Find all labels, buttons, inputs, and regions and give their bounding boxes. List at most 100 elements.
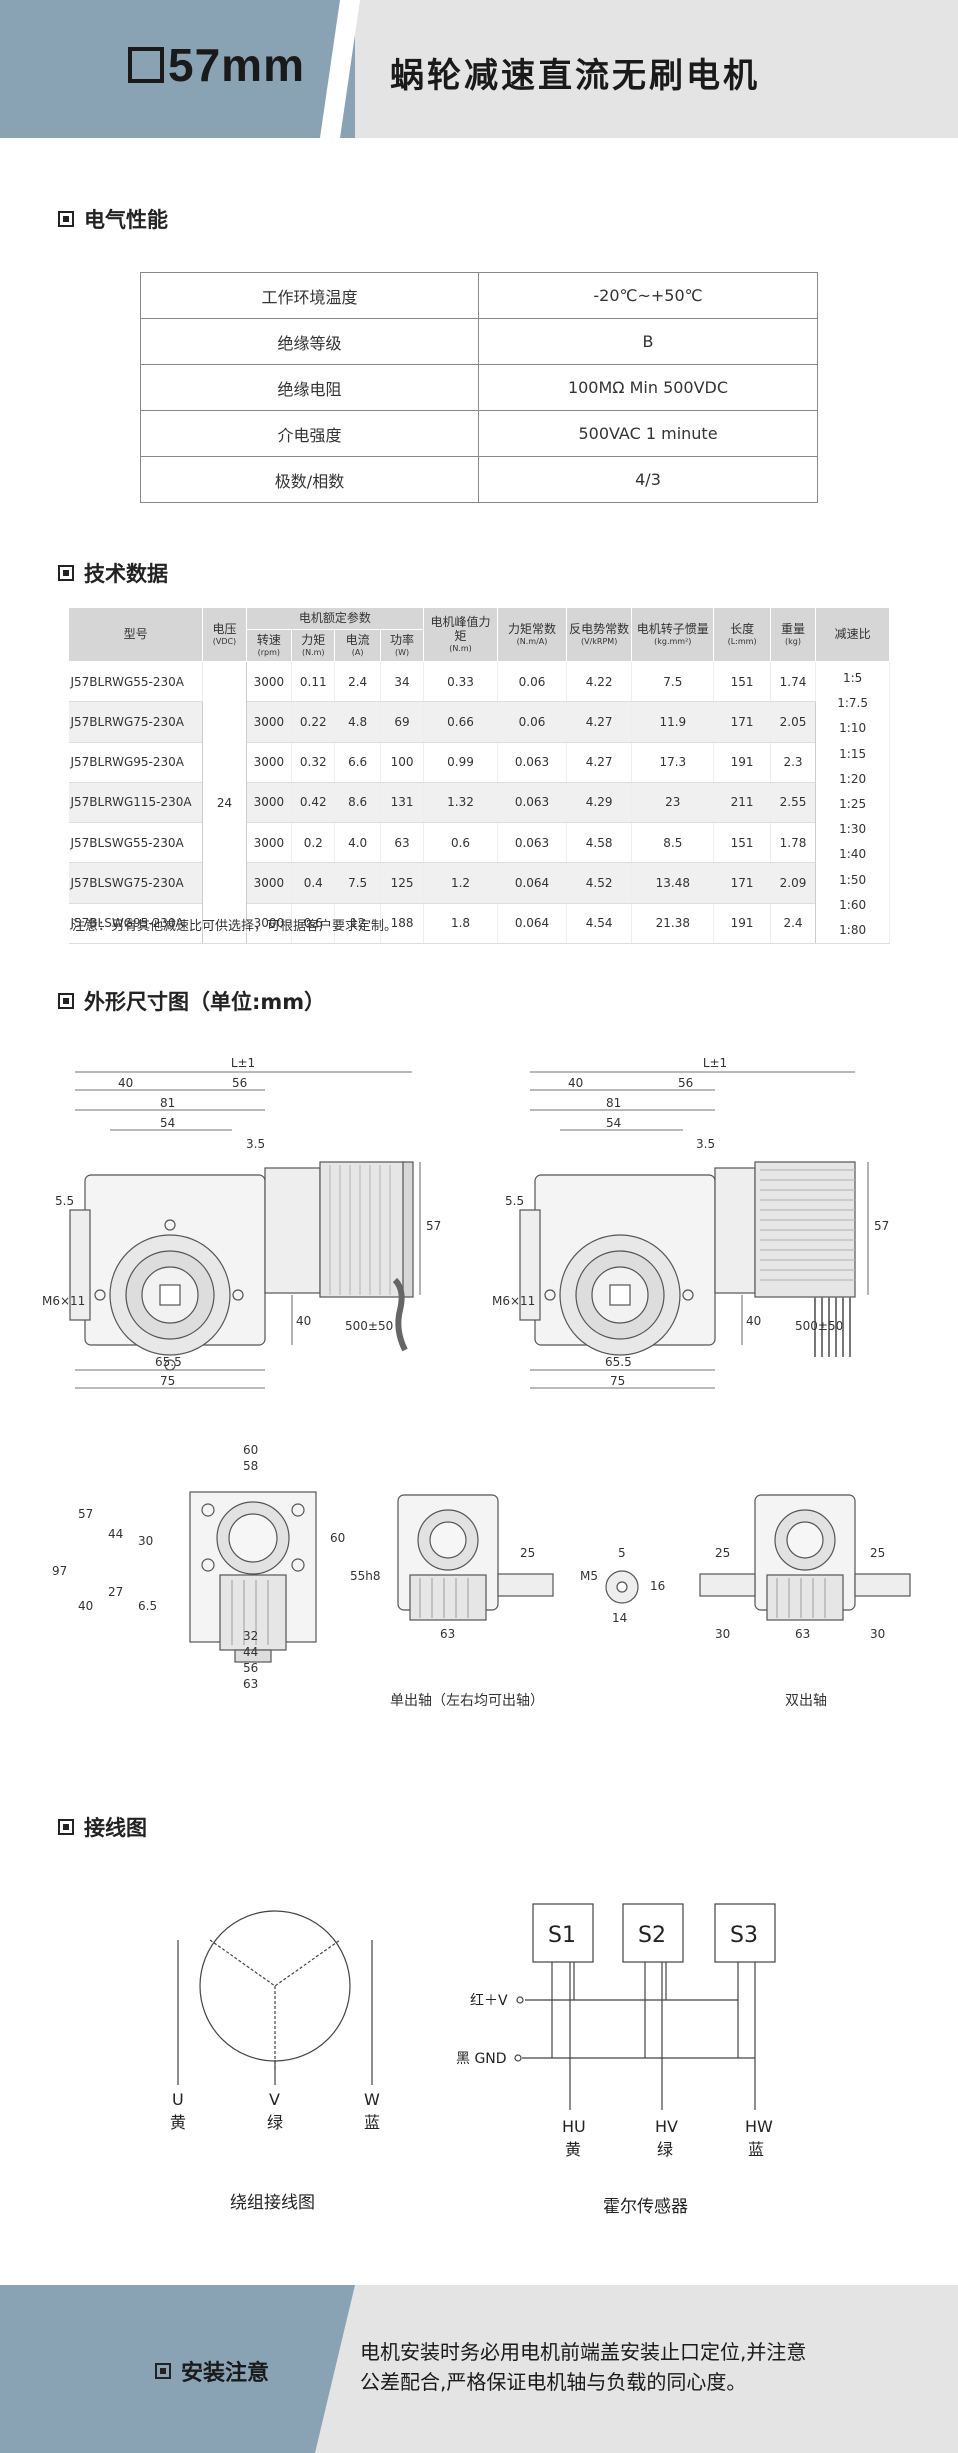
dim-44b: 44	[243, 1645, 258, 1659]
inertia-cell: 7.5	[631, 661, 715, 703]
length-cell: 151	[713, 661, 771, 703]
footer-title: 安装注意	[155, 2355, 269, 2387]
dim-65: 6.5	[138, 1599, 157, 1613]
dim-60: 60	[243, 1443, 258, 1457]
peak-cell: 0.33	[423, 661, 498, 703]
col-model: 型号	[67, 607, 204, 662]
col-voltage: 电压(VDC)	[202, 607, 247, 662]
col-torque: 力矩(N.m)	[291, 629, 336, 662]
voltage-cell: 24	[202, 661, 247, 945]
dim-27: 27	[108, 1585, 123, 1599]
peak-cell: 0.66	[423, 701, 498, 743]
inertia-cell: 8.5	[631, 822, 715, 864]
kt-cell: 0.064	[497, 862, 568, 904]
speed-cell: 3000	[246, 701, 293, 743]
dim-40b: 40	[78, 1599, 93, 1613]
dim-25l: 25	[715, 1546, 730, 1560]
weight-cell: 1.74	[770, 661, 817, 703]
dim-35: 3.5	[246, 1137, 265, 1151]
double-shaft-label: 双出轴	[785, 1693, 827, 1709]
hall-hw-color: 蓝	[748, 2140, 764, 2159]
hall-s1-box	[532, 1903, 594, 1963]
ke-cell: 4.27	[566, 701, 633, 743]
dim-655r: 65.5	[605, 1355, 632, 1369]
hall-hu: HU	[562, 2117, 586, 2136]
dim-40vr: 40	[746, 1314, 761, 1328]
length-cell: 211	[713, 782, 771, 824]
inertia-cell: 23	[631, 782, 715, 824]
winding-u-color: 黄	[170, 2113, 186, 2132]
ratio-item: 1:30	[839, 822, 867, 837]
product-size: 57mm	[128, 38, 305, 92]
torque-cell: 0.2	[291, 822, 336, 864]
dim-56: 56	[232, 1076, 247, 1090]
ratio-item: 1:80	[839, 922, 867, 937]
ratio-item: 1:25	[839, 796, 867, 811]
ratio-item: 1:20	[839, 771, 867, 786]
winding-v-label: V	[269, 2090, 280, 2109]
tech-table: 型号 电压(VDC) 电机额定参数 电机峰值力矩(N.m) 力矩常数(N.m/A…	[67, 607, 890, 945]
col-weight: 重量(kg)	[769, 607, 817, 662]
winding-w-color: 蓝	[364, 2113, 380, 2132]
dim-lead: 500±50	[345, 1319, 393, 1333]
speed-cell: 3000	[246, 862, 293, 904]
hall-s2: S2	[638, 1923, 666, 1948]
ratio-item: 1:10	[839, 721, 867, 736]
hall-hv: HV	[655, 2117, 678, 2136]
col-rated: 电机额定参数	[245, 607, 425, 630]
dim-63: 63	[243, 1677, 258, 1691]
ratio-item: 1:60	[839, 897, 867, 912]
peak-cell: 0.6	[423, 822, 498, 864]
ke-cell: 4.54	[566, 903, 633, 945]
col-kt: 力矩常数(N.m/A)	[496, 607, 568, 662]
dim-97: 97	[52, 1564, 67, 1578]
hall-hv-color: 绿	[657, 2140, 673, 2159]
model-cell: J57BLSWG75-230A	[68, 862, 204, 904]
col-length: 长度(L:mm)	[713, 607, 771, 662]
dim-lead-r: 500±50	[795, 1319, 843, 1333]
speed-cell: 3000	[246, 742, 293, 783]
ke-cell: 4.58	[566, 822, 633, 864]
winding-v-color: 绿	[267, 2113, 283, 2132]
current-cell: 6.6	[334, 742, 381, 783]
weight-cell: 2.09	[770, 862, 817, 904]
kt-cell: 0.063	[497, 822, 568, 864]
speed-cell: 3000	[246, 903, 293, 945]
torque-cell: 0.11	[291, 661, 336, 703]
section-square-icon	[58, 565, 74, 581]
ratio-item: 1:40	[839, 847, 867, 862]
torque-cell: 0.6	[291, 903, 336, 945]
dim-55r: 5.5	[505, 1194, 524, 1208]
ke-cell: 4.27	[566, 742, 633, 783]
speed-cell: 3000	[246, 661, 293, 703]
power-cell: 131	[380, 782, 425, 824]
torque-cell: 0.22	[291, 701, 336, 743]
dim-75: 75	[160, 1374, 175, 1388]
kt-cell: 0.063	[497, 782, 568, 824]
section-square-icon	[58, 211, 74, 227]
section-square-icon	[58, 993, 74, 1009]
page-title: 蜗轮减速直流无刷电机	[390, 56, 760, 96]
current-cell: 4.0	[334, 822, 381, 864]
dim-l-right: L±1	[703, 1056, 727, 1070]
model-cell: J57BLRWG55-230A	[68, 661, 204, 703]
weight-cell: 2.55	[770, 782, 817, 824]
side-view	[189, 1491, 317, 1663]
torque-cell: 0.42	[291, 782, 336, 824]
col-current: 电流(A)	[334, 629, 381, 662]
speed-cell: 3000	[246, 822, 293, 864]
dim-57: 57	[426, 1219, 441, 1233]
dim-57b: 57	[78, 1507, 93, 1521]
single-shaft-label: 单出轴（左右均可出轴）	[390, 1693, 544, 1709]
tech-note: 注意：另有其他减速比可供选择，可根据客户要求定制。	[72, 919, 398, 934]
peak-cell: 1.2	[423, 862, 498, 904]
current-cell: 8.6	[334, 782, 381, 824]
dim-s5: 5	[618, 1546, 626, 1560]
weight-cell: 2.3	[770, 742, 817, 783]
section-tech: 技术数据	[58, 558, 168, 588]
kt-cell: 0.064	[497, 903, 568, 945]
dim-63b: 63	[440, 1627, 455, 1641]
power-cell: 125	[380, 862, 425, 904]
